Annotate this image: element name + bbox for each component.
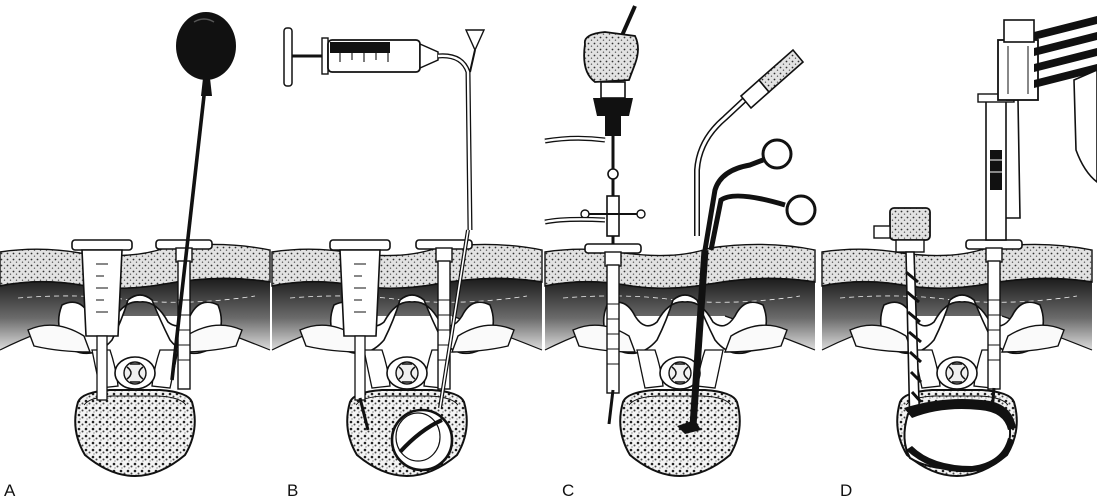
panel-b	[272, 28, 542, 476]
panel-label-a: A	[4, 481, 16, 500]
panel-label-c: C	[562, 481, 574, 500]
panel-label-d: D	[840, 481, 852, 500]
panel-c	[545, 6, 815, 476]
panel-label-b: B	[287, 481, 298, 500]
panel-a	[0, 12, 270, 476]
panel-d	[822, 16, 1097, 476]
